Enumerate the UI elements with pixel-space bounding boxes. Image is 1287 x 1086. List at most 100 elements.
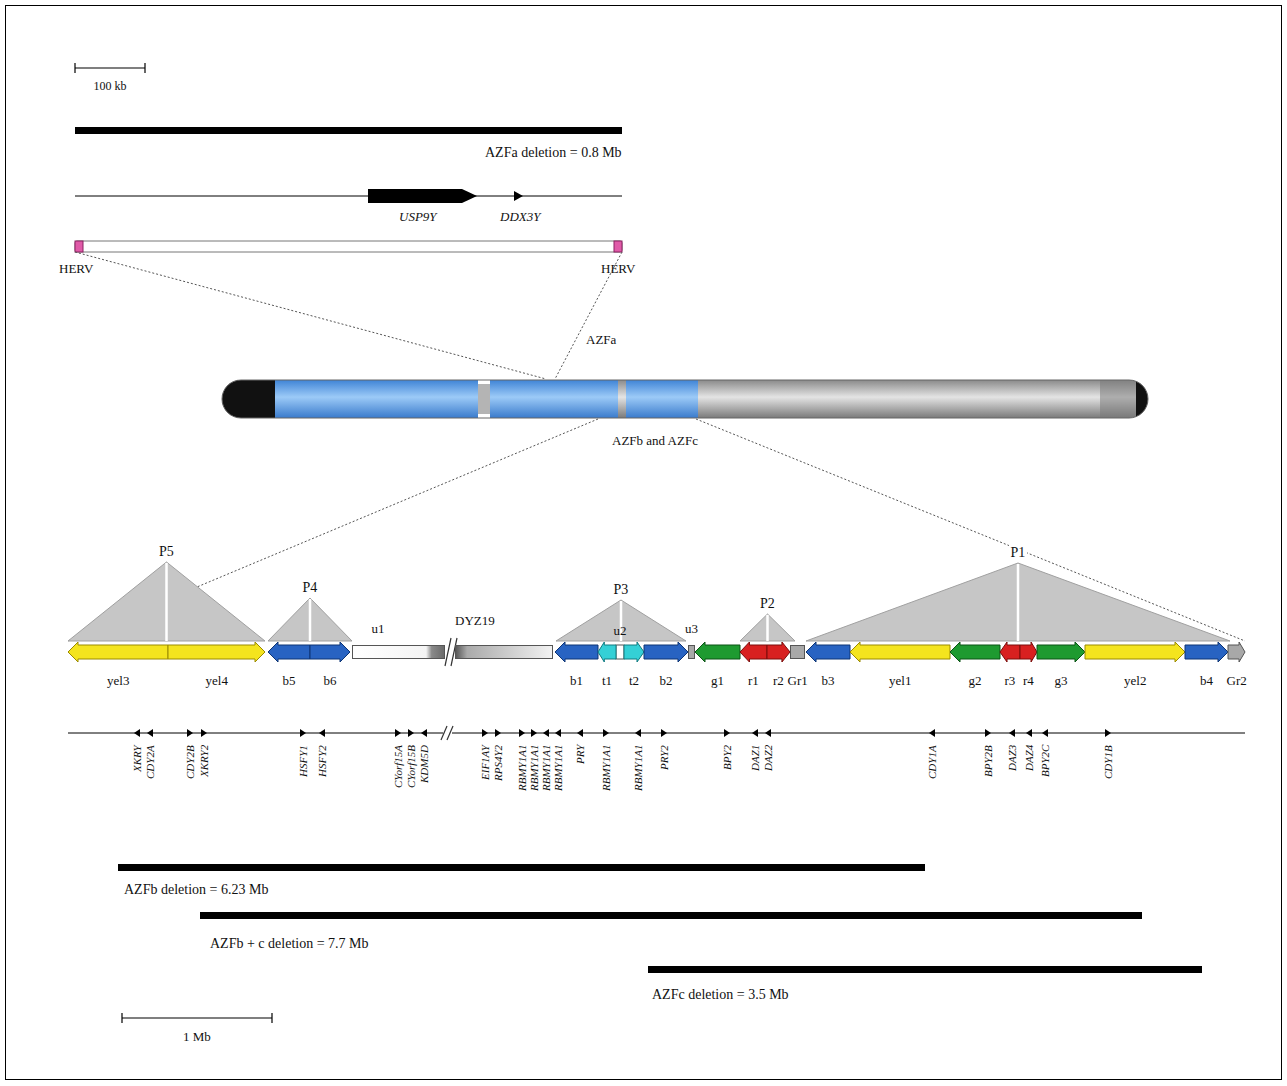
deletion-bar: AZFb deletion = 6.23 Mb <box>118 864 925 871</box>
segment-label: b3 <box>822 674 835 689</box>
segment-arrow: yel2 <box>1085 642 1185 662</box>
segment-shape <box>1228 642 1245 662</box>
gene-name: BPY2C <box>1040 745 1051 777</box>
segment-label: b6 <box>324 674 337 689</box>
segment-arrow: t2 <box>624 642 644 662</box>
scale-label: 100 kb <box>94 80 127 94</box>
gene-tick <box>201 729 207 737</box>
palindrome-label: P1 <box>1009 545 1028 561</box>
chromosome-outline <box>222 380 1148 418</box>
segment-shape <box>555 642 598 662</box>
deletion-bar: AZFb + c deletion = 7.7 Mb <box>200 912 1142 919</box>
gene-axis <box>68 733 1245 734</box>
spacer-region-graphic <box>688 642 695 662</box>
segment-label: g2 <box>969 674 982 689</box>
segment-label: b1 <box>570 674 583 689</box>
gene-name: XKRY <box>132 745 143 772</box>
segment-label: r3 <box>1005 674 1016 689</box>
deletion-label: AZFb deletion = 6.23 Mb <box>124 882 268 898</box>
gene-tick <box>555 729 561 737</box>
deletion-bar-graphic <box>648 966 1202 973</box>
scale-label: 1 Mb <box>183 1030 211 1045</box>
gene-name: KDM5D <box>419 745 430 783</box>
palindrome-triangle-graphic <box>740 614 795 641</box>
gene-name: CDY1A <box>927 745 938 779</box>
segment-arrow: yel4 <box>168 642 265 662</box>
spacer-region-graphic <box>352 642 445 662</box>
segment-shape <box>850 642 950 662</box>
triangle-axis <box>1017 564 1020 641</box>
segment-shape <box>624 642 644 662</box>
element-label: HERV <box>59 262 93 277</box>
repeat-region: DYZ19 <box>455 642 553 662</box>
segment-arrow-graphic <box>168 642 265 662</box>
palindrome-label: P4 <box>301 580 320 596</box>
segment-label: r1 <box>748 674 759 689</box>
palindrome-triangle: P4 <box>268 598 352 641</box>
gene-name: RBMY1A1 <box>541 745 552 791</box>
gene-tick <box>929 729 935 737</box>
gene-tick <box>661 729 667 737</box>
gene-tick <box>421 729 427 737</box>
segment-arrow: b6 <box>310 642 350 662</box>
gene-tick <box>395 729 401 737</box>
segment-shape <box>689 646 695 659</box>
gene-tick <box>531 729 537 737</box>
region-shape <box>353 646 445 659</box>
palindrome-label: P3 <box>612 582 631 598</box>
segment-arrow: b5 <box>268 642 310 662</box>
segment-label: b5 <box>283 674 296 689</box>
palindrome-triangle: P2 <box>740 614 795 641</box>
deletion-bar-fill <box>200 912 1142 919</box>
segment-label: yel3 <box>107 674 129 689</box>
segment-arrow-graphic <box>806 642 850 662</box>
gene-tick <box>408 729 414 737</box>
segment-arrow-graphic <box>68 642 168 662</box>
herv-bar <box>75 241 622 252</box>
deletion-label: AZFc deletion = 3.5 Mb <box>652 987 789 1003</box>
deletion-bar-fill <box>75 127 622 134</box>
segment-label: t2 <box>629 674 639 689</box>
segment-label: yel1 <box>889 674 911 689</box>
gene-arrow <box>368 189 477 203</box>
segment-arrow-graphic <box>740 642 767 662</box>
region-shape <box>456 646 553 659</box>
segment-label: yel4 <box>206 674 228 689</box>
segment-shape <box>740 642 767 662</box>
gene-name: RBMY1A1 <box>553 745 564 791</box>
segment-shape <box>1185 642 1228 662</box>
segment-arrow-graphic <box>624 642 644 662</box>
region-label: AZFa <box>584 333 618 348</box>
segment-shape <box>1037 642 1085 662</box>
segment-shape <box>598 642 616 662</box>
segment-label: yel2 <box>1124 674 1146 689</box>
segment-arrow: yel1 <box>850 642 950 662</box>
azfa-gene-line <box>75 196 622 197</box>
gene-name: DAZ3 <box>1007 745 1018 771</box>
gene-name: DAZ4 <box>1024 745 1035 771</box>
palindrome-label: P2 <box>758 596 777 612</box>
scale-bar-100kb <box>75 63 145 73</box>
segment-arrow: b3 <box>806 642 850 662</box>
palindrome-triangle-graphic <box>68 562 265 641</box>
gene-name: CDY2A <box>145 745 156 779</box>
region-label: AZFb and AZFc <box>610 434 700 449</box>
gene-name: HSFY2 <box>317 745 328 777</box>
segment-arrow-graphic <box>1037 642 1085 662</box>
gene-tick <box>985 729 991 737</box>
segment-arrow-graphic <box>310 642 350 662</box>
gene-name: CDY2B <box>185 745 196 779</box>
zoom-lines <box>68 252 1245 641</box>
gene-name: RBMY1A1 <box>517 745 528 791</box>
gene-tick <box>134 729 140 737</box>
gene-name: HSFY1 <box>298 745 309 777</box>
gene-name: USP9Y <box>399 210 437 225</box>
segment-arrow: t1 <box>598 642 616 662</box>
palindrome-label: P5 <box>157 544 176 560</box>
gene-name: CDY1B <box>1103 745 1114 779</box>
segment-arrow-graphic <box>790 642 805 662</box>
segment-shape <box>1085 642 1185 662</box>
segment-label: Gr1 <box>788 674 808 689</box>
segment-label: r2 <box>773 674 784 689</box>
